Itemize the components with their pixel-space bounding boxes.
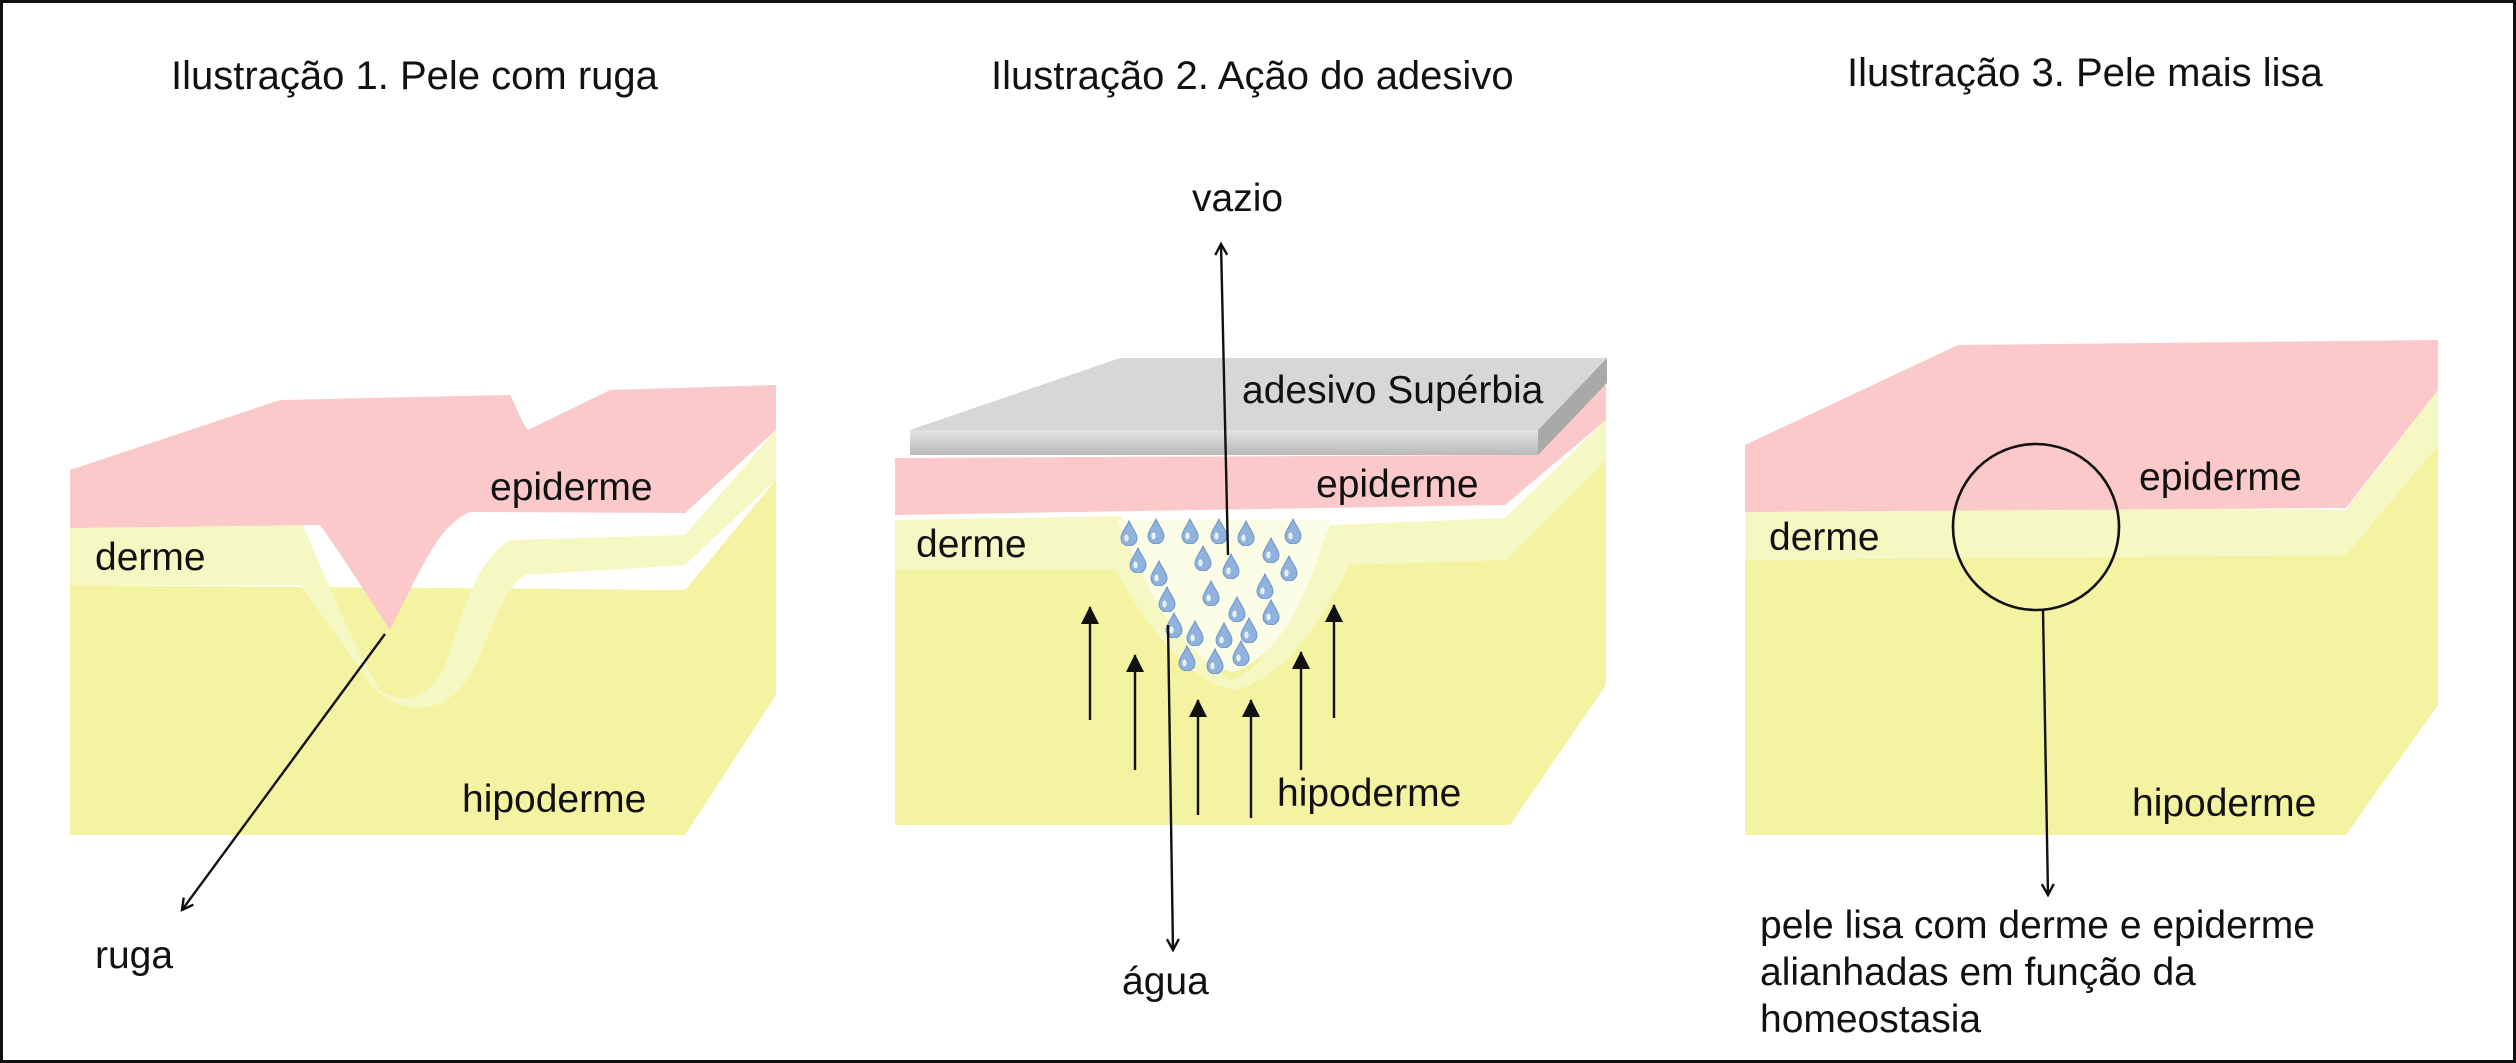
callout-line-3: homeostasia: [1760, 998, 1981, 1041]
callout-line-1: pele lisa com derme e epiderme: [1760, 904, 2315, 947]
derme-layer: [1745, 390, 2438, 560]
hipoderme-label: hipoderme: [462, 778, 646, 821]
ruga-label: ruga: [95, 934, 173, 977]
panel-3-title: Ilustração 3. Pele mais lisa: [1847, 51, 2324, 95]
epiderme-label: epiderme: [2139, 456, 2302, 499]
derme-layer: [895, 420, 1606, 690]
adesivo-top: [910, 358, 1607, 430]
hipoderme-layer: [1745, 445, 2438, 835]
water-flow-arrows: [1081, 604, 1343, 818]
vazio-label: vazio: [1192, 177, 1283, 220]
epiderme-layer: [895, 385, 1606, 515]
ruga-arrow: [182, 633, 386, 910]
adesivo-label: adesivo Supérbia: [1242, 369, 1544, 412]
epiderme-layer: [70, 385, 776, 630]
hipoderme-label: hipoderme: [1277, 772, 1461, 815]
epiderme-label: epiderme: [490, 466, 653, 509]
adesivo-front: [910, 430, 1538, 455]
panel-3: Ilustração 3. Pele mais lisa epiderme de…: [1745, 51, 2438, 1041]
hipoderme-label: hipoderme: [2132, 782, 2316, 825]
derme-layer: [70, 430, 776, 708]
panel-2: Ilustração 2. Ação do adesivo adesivo Su…: [895, 54, 1607, 1003]
panel-1-title: Ilustração 1. Pele com ruga: [171, 54, 659, 98]
vazio-arrow: [1221, 244, 1230, 556]
epiderme-label: epiderme: [1316, 463, 1479, 506]
highlight-circle: [1951, 442, 2121, 612]
adesivo-side: [1538, 358, 1607, 455]
epiderme-layer: [1745, 340, 2438, 512]
callout-line-2: alianhadas em função da: [1760, 951, 2196, 994]
hipoderme-layer: [70, 480, 776, 835]
agua-label: água: [1122, 960, 1209, 1003]
callout-arrow: [2043, 609, 2048, 895]
panel-1: Ilustração 1. Pele com ruga epiderme der…: [70, 54, 776, 977]
panel-2-title: Ilustração 2. Ação do adesivo: [991, 54, 1514, 98]
derme-label: derme: [1769, 516, 1880, 559]
derme-label: derme: [95, 536, 206, 579]
agua-arrow: [1168, 624, 1173, 950]
derme-label: derme: [916, 523, 1027, 566]
